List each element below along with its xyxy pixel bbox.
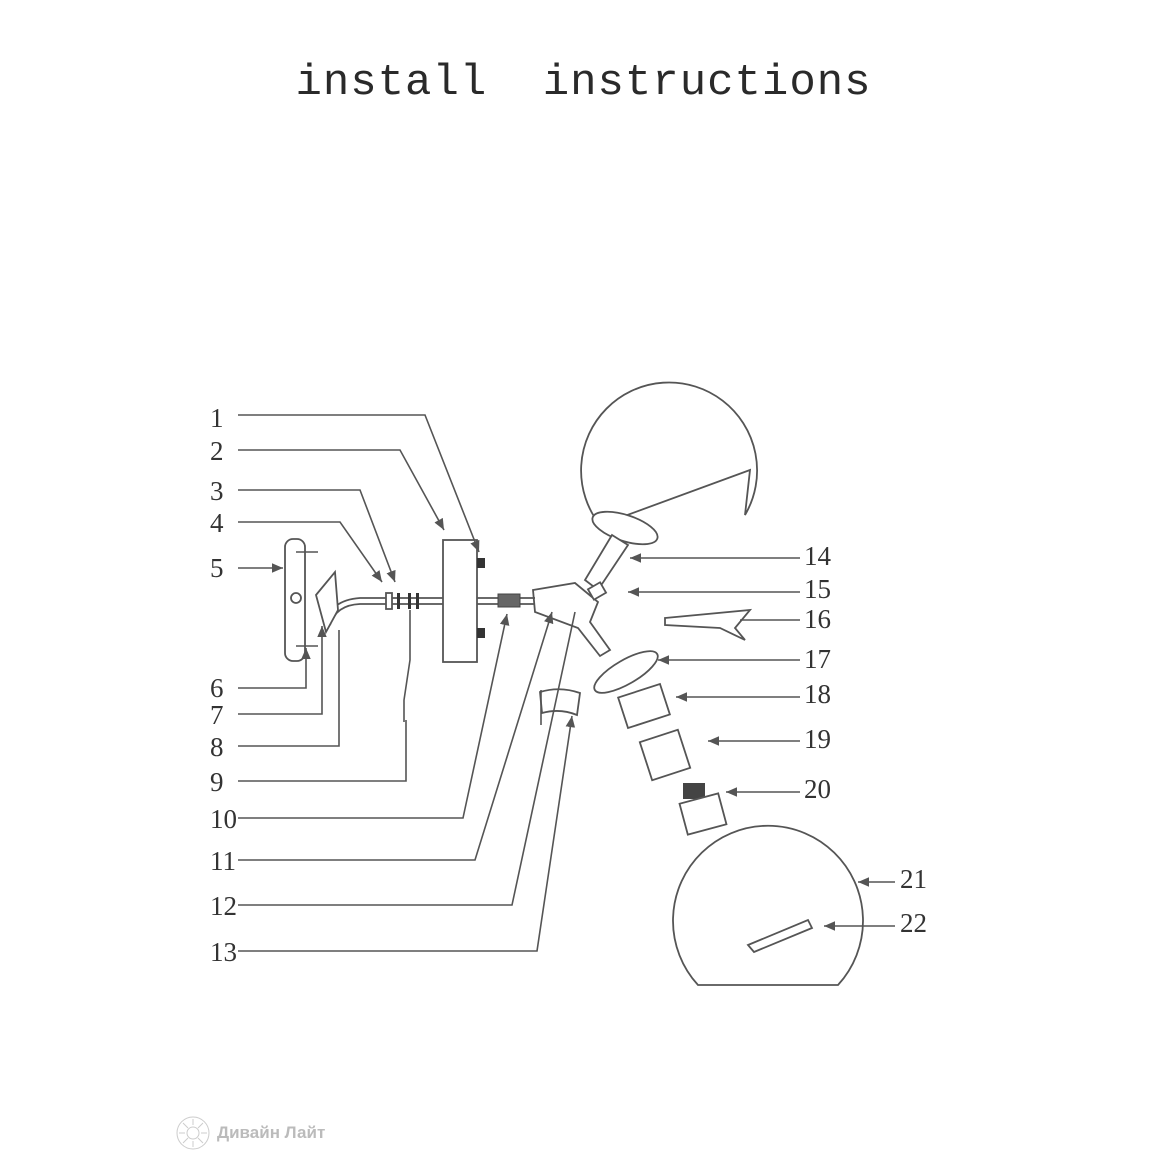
leader-lines bbox=[238, 414, 895, 952]
label-8: 8 bbox=[210, 732, 224, 762]
sun-logo-icon bbox=[176, 1116, 210, 1150]
part-labels: 1 2 3 4 5 6 7 8 9 10 11 12 13 14 15 16 1… bbox=[210, 403, 927, 967]
bottom-glass-globe bbox=[672, 824, 864, 986]
label-22: 22 bbox=[900, 908, 927, 938]
label-20: 20 bbox=[804, 774, 831, 804]
label-1: 1 bbox=[210, 403, 224, 433]
label-15: 15 bbox=[804, 574, 831, 604]
bulb-holder-parts bbox=[539, 608, 753, 836]
label-18: 18 bbox=[804, 679, 831, 709]
screws bbox=[477, 558, 485, 638]
label-7: 7 bbox=[210, 700, 224, 730]
mounting-bracket bbox=[284, 538, 339, 662]
label-12: 12 bbox=[210, 891, 237, 921]
label-4: 4 bbox=[210, 508, 224, 538]
title-word-instructions: instructions bbox=[542, 58, 872, 108]
label-2: 2 bbox=[210, 436, 224, 466]
label-10: 10 bbox=[210, 804, 237, 834]
page-title: install instructions bbox=[0, 58, 1167, 108]
watermark-logo: Дивайн Лайт bbox=[175, 1115, 325, 1151]
label-21: 21 bbox=[900, 864, 927, 894]
watermark-text: Дивайн Лайт bbox=[217, 1123, 326, 1142]
label-17: 17 bbox=[804, 644, 831, 674]
title-word-install: install bbox=[295, 58, 488, 108]
label-19: 19 bbox=[804, 724, 831, 754]
wire-rod bbox=[324, 592, 535, 722]
label-14: 14 bbox=[804, 541, 832, 571]
label-6: 6 bbox=[210, 673, 224, 703]
label-5: 5 bbox=[210, 553, 224, 583]
label-16: 16 bbox=[804, 604, 831, 634]
label-9: 9 bbox=[210, 767, 224, 797]
label-3: 3 bbox=[210, 476, 224, 506]
arm-assembly bbox=[532, 533, 659, 694]
top-glass-globe bbox=[580, 381, 758, 546]
canopy-plate bbox=[442, 539, 478, 663]
label-13: 13 bbox=[210, 937, 237, 967]
label-11: 11 bbox=[210, 846, 236, 876]
